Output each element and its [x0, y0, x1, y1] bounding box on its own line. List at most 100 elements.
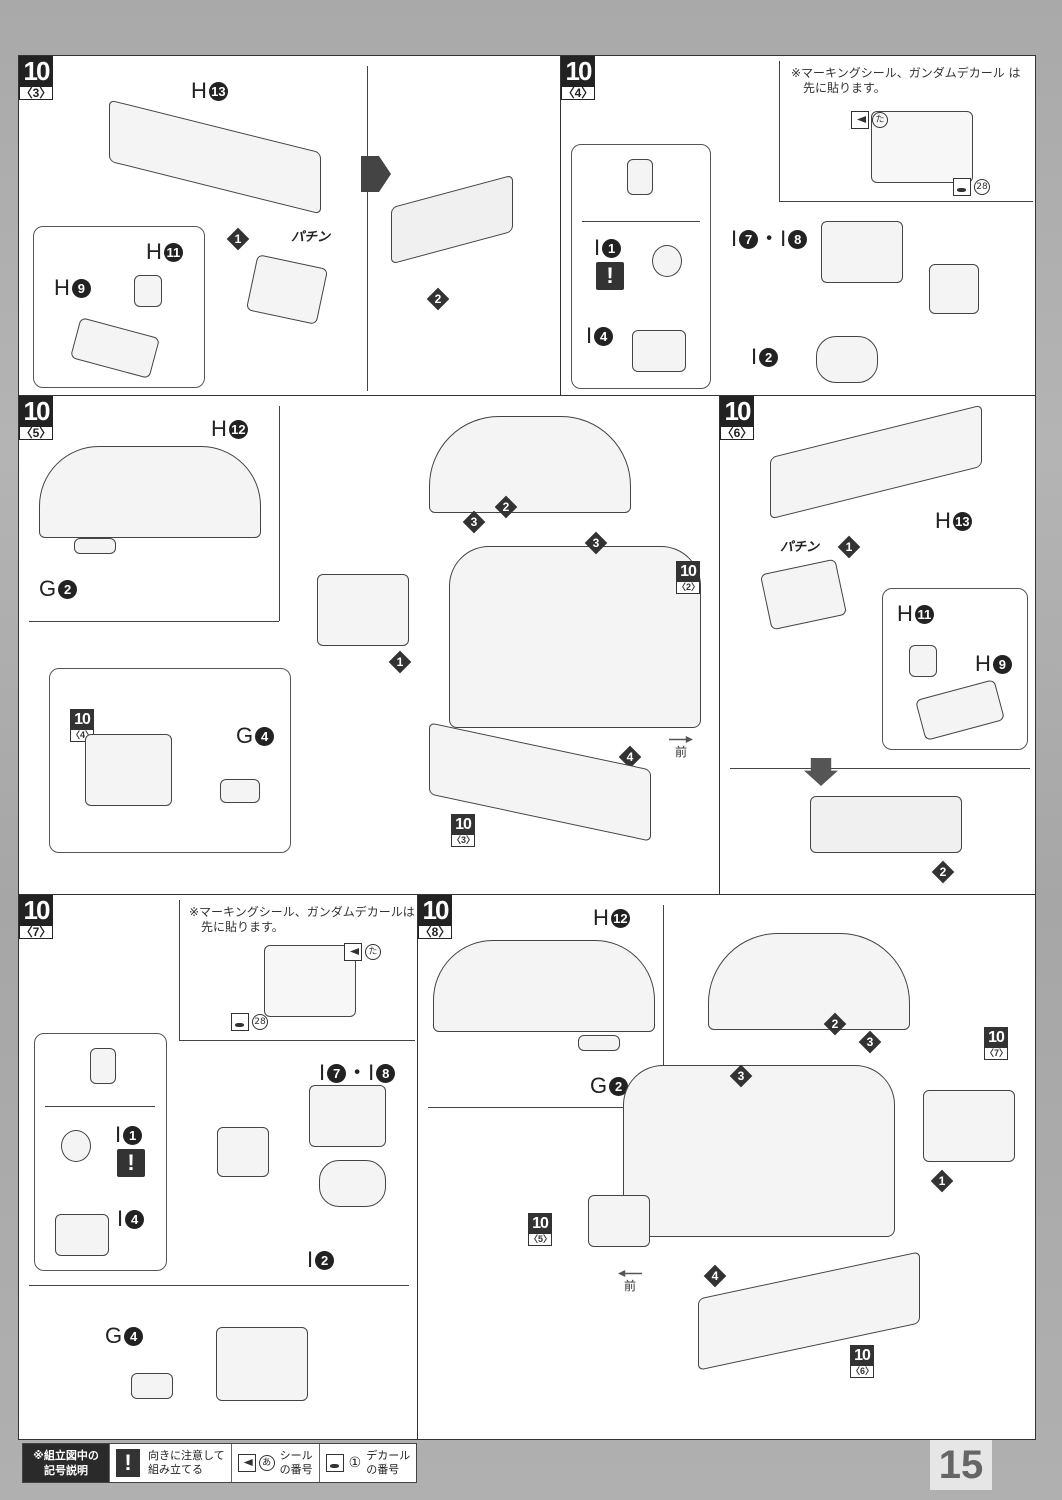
part-i1-i4-assembly [217, 1127, 269, 1177]
part-h11 [134, 275, 162, 307]
legend-decal: ① デカールの番号 [318, 1444, 417, 1482]
note-frame-line [179, 900, 180, 1040]
note-frame-line [779, 61, 780, 201]
front-direction-indicator: 前 [618, 1270, 642, 1294]
decal-icon [325, 1454, 344, 1472]
divider [582, 221, 700, 222]
part-stickered [264, 945, 356, 1017]
part-stickered [871, 111, 973, 183]
sticker-icon [344, 943, 362, 961]
part-h12-arch [429, 416, 631, 513]
part-h12 [433, 940, 655, 1032]
part-orientation-detail [90, 1048, 116, 1084]
part-i7-i8 [309, 1085, 386, 1147]
part-main-body [449, 546, 701, 728]
part-i1-i4-assembly [929, 264, 979, 314]
decal-icon [953, 178, 971, 196]
step-marker-1: 1 [930, 1169, 954, 1193]
callout-frame-line [279, 406, 280, 621]
sticker-note: ※マーキングシール、ガンダムデカールは先に貼ります。 [189, 905, 415, 934]
page-number: 15 [930, 1440, 992, 1490]
decal-ref: 28 [231, 1013, 268, 1031]
sticker-icon [851, 111, 869, 129]
part-h12-arch [708, 933, 910, 1030]
part-h12 [39, 446, 261, 538]
callout-frame-line [428, 1107, 663, 1108]
step-marker-3: 3 [858, 1030, 882, 1054]
symbol-legend: ※組立図中の記号説明 ! 向きに注意して組み立てる あ シールの番号 ① デカー… [22, 1443, 418, 1483]
decal-icon [231, 1013, 249, 1031]
reference-step-10-2: 10〈2〉 [676, 561, 701, 594]
part-h9-h11-assembly [759, 558, 848, 631]
step-marker-4: 4 [703, 1264, 727, 1288]
step-marker-3: 3 [462, 510, 486, 534]
step-badge: 10〈6〉 [720, 396, 754, 440]
part-i4 [632, 330, 686, 372]
sticker-ref: た [344, 943, 381, 961]
callout-frame-line [663, 905, 664, 1105]
part-10-5-assembly [588, 1195, 650, 1247]
reference-step-10-5: 10〈5〉 [528, 1213, 553, 1246]
part-10-4-assembly [85, 734, 172, 806]
step-marker-2: 2 [823, 1012, 847, 1036]
note-frame-line [179, 1040, 415, 1041]
orientation-warning-icon: ! [117, 1149, 145, 1177]
step-marker-2: 2 [426, 287, 450, 311]
part-g2 [74, 538, 116, 554]
legend-sticker: あ シールの番号 [230, 1444, 319, 1482]
step-badge: 10〈3〉 [19, 56, 53, 100]
part-g4 [220, 779, 260, 803]
legend-header: ※組立図中の記号説明 [23, 1444, 109, 1482]
callout-frame-line [29, 621, 279, 622]
panel-step-10-4: 10〈4〉 ※マーキングシール、ガンダムデカール は先に貼ります。 た 28 I… [560, 55, 1036, 396]
part-10-6-assembly [698, 1251, 920, 1371]
part-orientation-detail [627, 159, 653, 195]
part-rotate-view [391, 174, 513, 265]
part-h11 [909, 645, 937, 677]
part-rotate-view [810, 796, 962, 853]
step-marker-1: 1 [226, 227, 250, 251]
reference-step-10-6: 10〈6〉 [850, 1345, 875, 1378]
part-g2 [578, 1035, 620, 1051]
note-frame-line [779, 201, 1033, 202]
front-arrow-icon [618, 1270, 642, 1277]
part-i1 [61, 1130, 91, 1162]
sticker-ref: た [851, 111, 888, 129]
step-marker-2: 2 [494, 495, 518, 519]
orientation-warning-icon: ! [596, 262, 624, 290]
part-i2 [319, 1160, 386, 1207]
sticker-icon [237, 1454, 256, 1472]
part-main-body [623, 1065, 895, 1237]
part-h13-frame [770, 404, 982, 520]
step-marker-3: 3 [584, 531, 608, 555]
part-g4 [131, 1373, 173, 1399]
step-badge: 10〈7〉 [19, 895, 53, 939]
step-marker-3: 3 [729, 1064, 753, 1088]
part-arm-assembly [923, 1090, 1015, 1162]
